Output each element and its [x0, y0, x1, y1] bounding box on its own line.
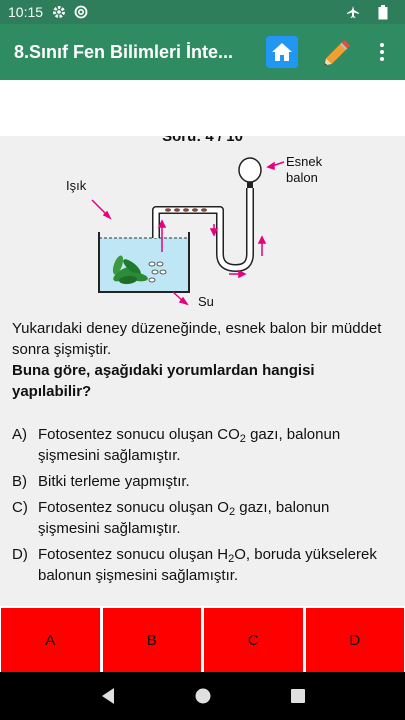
sync-icon [73, 4, 89, 20]
label-light: Işık [66, 178, 87, 193]
recents-icon [290, 689, 305, 703]
beaker-water [99, 238, 189, 292]
answer-b-button[interactable]: B [102, 608, 201, 672]
pencil-icon [324, 39, 351, 66]
label-balloon-2: balon [286, 170, 318, 185]
home-nav-button[interactable] [191, 684, 215, 708]
gear-icon [51, 4, 67, 20]
recents-button[interactable] [286, 684, 310, 708]
option-d: D) Fotosentez sonucu oluşan H2O, boruda … [12, 546, 377, 584]
app-title: 8.Sınıf Fen Bilimleri İnte... [14, 41, 234, 62]
edit-button[interactable] [320, 34, 356, 70]
system-nav-bar [0, 672, 405, 720]
beaker [98, 232, 190, 293]
option-b: B) Bitki terleme yapmıştır. [12, 473, 190, 490]
battery-icon [375, 4, 391, 20]
question-ask: Buna göre, aşağıdaki yorumlardan hangisi… [12, 362, 315, 400]
answer-d-button[interactable]: D [305, 608, 404, 672]
plant-icon [112, 255, 148, 285]
bubbles [148, 261, 167, 283]
home-button[interactable] [266, 36, 298, 68]
status-time: 10:15 [8, 4, 44, 20]
option-letter: C) [12, 499, 28, 516]
question-intro: Yukarıdaki deney düzeneğinde, esnek balo… [12, 320, 382, 358]
home-icon [272, 43, 292, 61]
home-circle-icon [195, 688, 210, 704]
experiment-diagram: Işık Esnek balon Su [66, 154, 323, 309]
question-number: Soru: 4 / 10 [162, 136, 243, 145]
option-letter: A) [12, 426, 27, 443]
balloon [238, 157, 262, 183]
answer-c-button[interactable]: C [204, 608, 303, 672]
airplane-icon [345, 4, 361, 20]
option-letter: B) [12, 473, 27, 490]
question-panel: Soru: 4 / 10 [0, 136, 405, 606]
overflow-menu-icon [380, 43, 384, 47]
overflow-menu-button[interactable] [372, 38, 392, 66]
option-letter: D) [12, 546, 28, 563]
label-balloon-1: Esnek [286, 154, 323, 169]
option-c: C) Fotosentez sonucu oluşan O2 gazı, bal… [12, 499, 330, 537]
back-icon [101, 688, 114, 704]
answer-a-button[interactable]: A [1, 608, 100, 672]
status-bar: 10:15 [0, 0, 405, 24]
question-text: Yukarıdaki deney düzeneğinde, esnek balo… [12, 318, 394, 591]
ad-area [0, 80, 405, 136]
option-a: A) Fotosentez sonucu oluşan CO2 gazı, ba… [12, 426, 341, 464]
answer-buttons: A B C D [0, 608, 405, 672]
back-button[interactable] [96, 684, 120, 708]
app-bar: 8.Sınıf Fen Bilimleri İnte... [0, 24, 405, 80]
label-water: Su [198, 294, 214, 309]
